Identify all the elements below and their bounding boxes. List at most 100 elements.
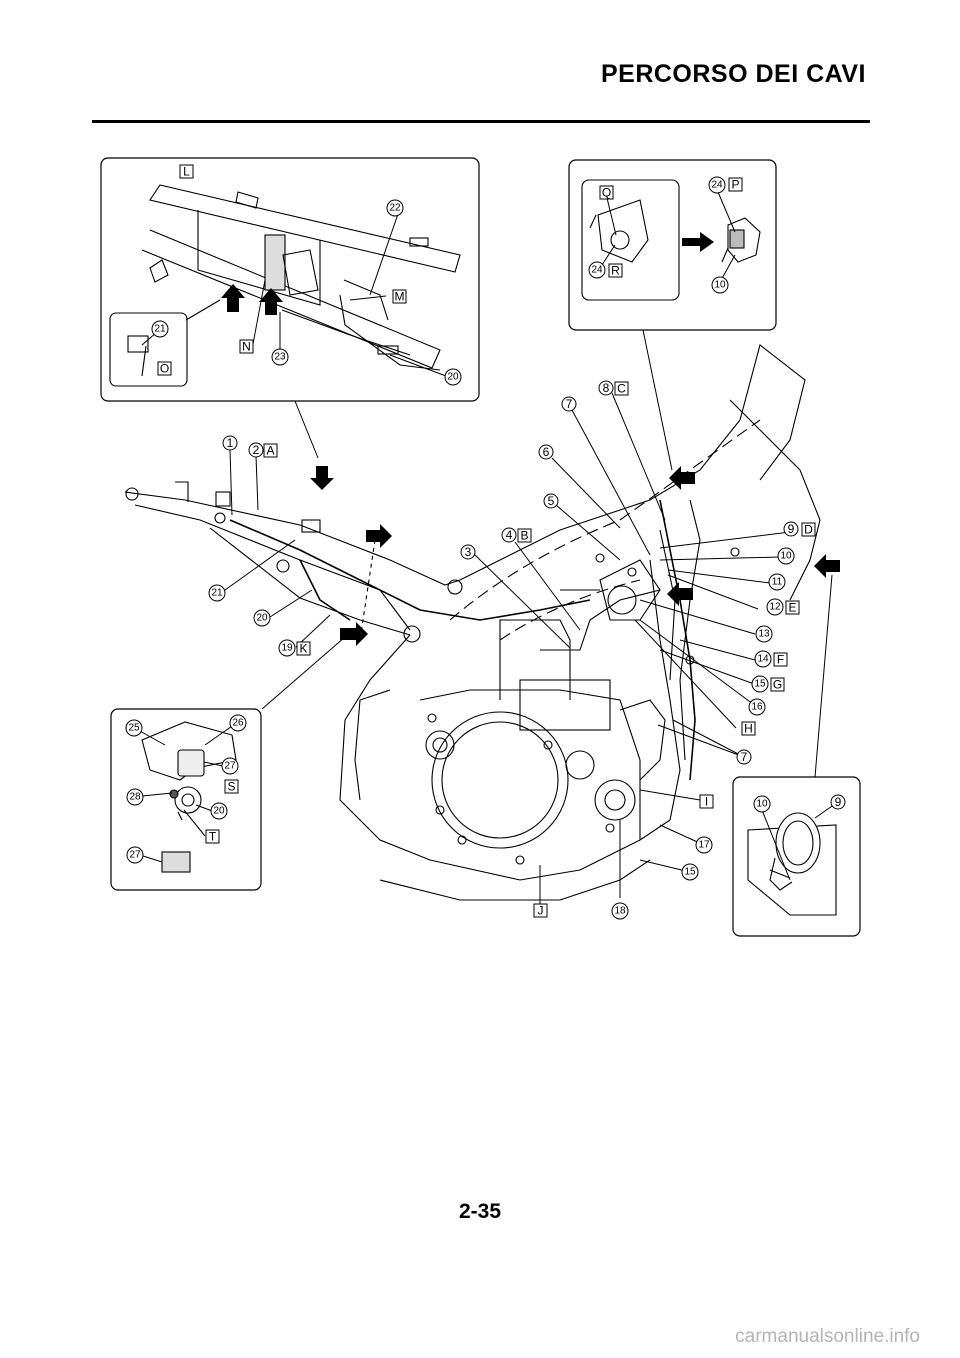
callout-26: 26 — [229, 714, 247, 732]
svg-text:H: H — [744, 722, 753, 736]
svg-text:10: 10 — [714, 280, 726, 291]
svg-text:23: 23 — [274, 352, 286, 363]
flow-arrow-icon — [366, 524, 392, 548]
svg-text:T: T — [209, 830, 217, 844]
callout-24-r: 24 — [588, 261, 606, 279]
callout-10: 10 — [777, 547, 795, 565]
svg-text:13: 13 — [758, 629, 770, 640]
svg-text:27: 27 — [129, 850, 141, 861]
svg-text:G: G — [773, 678, 782, 692]
svg-text:14: 14 — [757, 654, 769, 665]
svg-text:20: 20 — [447, 372, 459, 383]
callout-24-p: 24 — [708, 176, 726, 194]
flow-arrow-icon — [667, 582, 693, 606]
callout-9-inset: 9 — [830, 794, 846, 810]
flow-arrow-icon — [669, 466, 695, 490]
svg-text:20: 20 — [213, 806, 225, 817]
callout-13: 13 — [755, 625, 773, 643]
watermark[interactable]: carmanualsonline.info — [735, 1326, 920, 1347]
letter-J: J — [533, 903, 548, 918]
svg-text:1: 1 — [227, 436, 234, 450]
letter-N: N — [239, 339, 254, 354]
flow-arrow-icon — [259, 288, 283, 315]
flow-arrow-icon — [682, 232, 714, 252]
inset-subframe-o — [109, 312, 188, 387]
svg-text:10: 10 — [756, 799, 768, 810]
callout-21-inset: 21 — [151, 320, 169, 338]
callout-2: 2 — [248, 442, 264, 458]
page-number: 2-35 — [458, 1200, 502, 1223]
svg-text:4: 4 — [506, 528, 513, 542]
callout-5: 5 — [543, 493, 559, 509]
svg-text:Q: Q — [602, 186, 611, 200]
flow-arrow-icon — [310, 466, 334, 490]
callout-1: 1 — [222, 435, 238, 451]
callout-11: 11 — [768, 573, 786, 591]
svg-text:E: E — [788, 601, 796, 615]
svg-text:24: 24 — [711, 180, 723, 191]
callout-15: 15 — [751, 675, 769, 693]
inset-frame-top-left — [100, 157, 480, 402]
callout-6: 6 — [538, 444, 554, 460]
callout-28: 28 — [126, 788, 144, 806]
svg-text:21: 21 — [211, 588, 223, 599]
svg-text:21: 21 — [154, 324, 166, 335]
svg-text:7: 7 — [741, 750, 748, 764]
inset-frame-top-right — [568, 159, 777, 331]
svg-text:S: S — [227, 780, 235, 794]
letter-F: F — [773, 652, 788, 667]
callout-group: 1 2 3 4 5 6 7 8 9 10 11 12 13 14 15 16 7… — [125, 176, 846, 920]
letter-A: A — [263, 443, 278, 458]
inset-frame-bottom-left — [110, 708, 262, 891]
svg-text:N: N — [242, 340, 251, 354]
callout-23: 23 — [271, 348, 289, 366]
svg-text:5: 5 — [548, 494, 555, 508]
callout-27-b: 27 — [126, 846, 144, 864]
inset-frame-bottom-right — [732, 776, 861, 937]
svg-text:19: 19 — [281, 643, 293, 654]
svg-text:O: O — [160, 362, 169, 376]
callout-3: 3 — [460, 544, 476, 560]
inset-grommet-drawing — [747, 812, 837, 916]
inset-subframe-q — [581, 179, 680, 301]
callout-4: 4 — [501, 527, 517, 543]
callout-18: 18 — [611, 902, 629, 920]
svg-text:7: 7 — [566, 397, 573, 411]
svg-text:10: 10 — [780, 551, 792, 562]
svg-text:M: M — [395, 290, 405, 304]
letter-T: T — [205, 829, 220, 844]
svg-text:6: 6 — [543, 445, 550, 459]
svg-text:16: 16 — [751, 702, 763, 713]
flow-arrow-icon — [814, 554, 840, 578]
svg-text:K: K — [299, 642, 307, 656]
svg-text:17: 17 — [698, 840, 710, 851]
letter-M: M — [392, 289, 407, 304]
svg-text:R: R — [611, 264, 620, 278]
svg-text:27: 27 — [224, 761, 236, 772]
svg-text:3: 3 — [465, 545, 472, 559]
svg-text:2: 2 — [253, 443, 260, 457]
svg-text:15: 15 — [754, 679, 766, 690]
letter-H: H — [741, 721, 756, 736]
inset-boot-drawing — [141, 721, 237, 873]
callout-7-top: 7 — [561, 396, 577, 412]
svg-text:L: L — [183, 165, 190, 179]
letter-G: G — [770, 677, 785, 692]
svg-text:8: 8 — [603, 381, 610, 395]
callout-14: 14 — [754, 650, 772, 668]
svg-text:F: F — [777, 653, 784, 667]
callout-10-inset-b: 10 — [753, 795, 771, 813]
callout-12: 12 — [766, 598, 784, 616]
callout-27: 27 — [221, 757, 239, 775]
letter-Q: Q — [599, 185, 614, 200]
letter-B: B — [517, 528, 532, 543]
callout-16: 16 — [748, 698, 766, 716]
svg-text:P: P — [731, 178, 739, 192]
callout-15-bottom: 15 — [681, 863, 699, 881]
callout-20-inset-b: 20 — [210, 802, 228, 820]
svg-text:26: 26 — [232, 718, 244, 729]
callout-10-inset: 10 — [711, 276, 729, 294]
svg-text:28: 28 — [129, 792, 141, 803]
inset-frame-rail-drawing — [127, 184, 461, 377]
letter-D: D — [801, 522, 816, 537]
